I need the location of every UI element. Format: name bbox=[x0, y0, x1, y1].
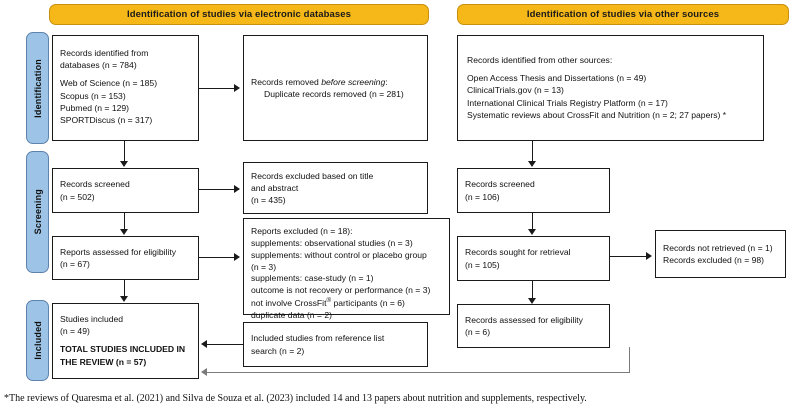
box-records-not-retrieved: Records not retrieved (n = 1) Records ex… bbox=[655, 230, 786, 278]
reports-excluded-line7b: participants (n = 6) bbox=[331, 298, 405, 309]
connector-reference-list-to-included bbox=[207, 344, 244, 346]
source-sportdiscus: SPORTDiscus (n = 317) bbox=[60, 115, 153, 126]
header-bar-electronic-databases: Identification of studies via electronic… bbox=[49, 4, 429, 25]
connector-screened-right-to-sought bbox=[532, 213, 534, 231]
records-identified-line2: databases (n = 784) bbox=[60, 60, 137, 71]
arrowhead-reference-list-to-included bbox=[201, 340, 207, 348]
records-assessed-right-line1: Records assessed for eligibility bbox=[465, 314, 583, 325]
box-records-identified-databases: Records identified from databases (n = 7… bbox=[52, 35, 199, 141]
box-records-assessed-eligibility-right: Records assessed for eligibility (n = 6) bbox=[457, 304, 610, 348]
connector-identified-to-screened bbox=[124, 141, 126, 163]
box-studies-included: Studies included (n = 49) TOTAL STUDIES … bbox=[52, 303, 199, 379]
box-records-excluded-title-abstract: Records excluded based on title and abst… bbox=[243, 162, 428, 214]
records-excluded-ta-line1: Records excluded based on title bbox=[251, 170, 374, 181]
stage-label-included: Included bbox=[26, 300, 49, 381]
footnote: *The reviews of Quaresma et al. (2021) a… bbox=[4, 393, 796, 405]
other-source-systematic-reviews: Systematic reviews about CrossFit and Nu… bbox=[467, 109, 723, 120]
box-reports-excluded: Reports excluded (n = 18): supplements: … bbox=[243, 218, 450, 320]
records-removed-colon: : bbox=[385, 76, 388, 87]
connector-sought-to-assessed-right bbox=[532, 281, 534, 300]
source-scopus: Scopus (n = 153) bbox=[60, 90, 126, 101]
connector-other-to-screened-right bbox=[532, 141, 534, 163]
registered-trademark-symbol: ® bbox=[326, 297, 332, 305]
records-excluded-ta-line2: and abstract bbox=[251, 182, 299, 193]
connector-other-sources-to-included bbox=[207, 372, 630, 374]
records-removed-label: Records removed bbox=[251, 76, 322, 87]
arrowhead-screened-to-reports bbox=[120, 229, 128, 235]
connector-reports-to-included bbox=[124, 280, 126, 298]
connector-screened-to-excluded bbox=[199, 189, 235, 191]
total-studies-line1: TOTAL STUDIES INCLUDED IN bbox=[60, 344, 186, 355]
arrowhead-sought-to-assessed-right bbox=[528, 298, 536, 304]
arrowhead-other-sources-to-included bbox=[201, 368, 207, 376]
header-label-left: Identification of studies via electronic… bbox=[126, 9, 352, 20]
arrowhead-reports-to-included bbox=[120, 296, 128, 302]
records-screened-right-line1: Records screened bbox=[465, 179, 535, 190]
reports-assessed-line2: (n = 67) bbox=[60, 259, 90, 269]
header-bar-other-sources: Identification of studies via other sour… bbox=[457, 4, 789, 25]
studies-included-line1: Studies included bbox=[60, 314, 124, 324]
arrowhead-screened-right-to-sought bbox=[528, 229, 536, 235]
footnote-asterisk: * bbox=[4, 393, 9, 404]
reference-list-line1: Included studies from reference list bbox=[251, 333, 385, 344]
records-not-retrieved-line1: Records not retrieved (n = 1) bbox=[663, 242, 773, 253]
box-records-identified-other-sources: Records identified from other sources: O… bbox=[457, 35, 764, 141]
reference-list-line2: search (n = 2) bbox=[251, 345, 305, 356]
records-assessed-right-line2: (n = 6) bbox=[465, 327, 491, 337]
records-sought-line1: Records sought for retrieval bbox=[465, 247, 571, 258]
reports-excluded-line1: Reports excluded (n = 18): bbox=[251, 226, 353, 236]
arrowhead-reports-to-excluded bbox=[234, 253, 240, 261]
records-removed-italic: before screening bbox=[321, 76, 386, 87]
connector-reports-to-excluded bbox=[199, 257, 235, 259]
reports-excluded-line8: duplicate data (n = 2) bbox=[251, 309, 332, 320]
reports-excluded-line3: supplements: without control or placebo … bbox=[251, 249, 427, 260]
records-screened-left-line2: (n = 502) bbox=[60, 191, 95, 202]
reports-assessed-line1: Reports assessed for eligibility bbox=[60, 246, 177, 257]
records-sought-line2: (n = 105) bbox=[465, 259, 500, 270]
arrowhead-sought-to-not-retrieved bbox=[646, 252, 652, 260]
other-source-ictrp: International Clinical Trials Registry P… bbox=[467, 97, 668, 108]
reports-excluded-line7a: not involve CrossFit bbox=[251, 298, 327, 309]
duplicate-records-removed: Duplicate records removed (n = 281) bbox=[264, 89, 404, 99]
arrowhead-screened-to-excluded bbox=[234, 185, 240, 193]
source-web-of-science: Web of Science (n = 185) bbox=[60, 78, 158, 89]
records-identified-line1: Records identified from bbox=[60, 48, 149, 58]
reports-excluded-line2: supplements: observational studies (n = … bbox=[251, 237, 413, 248]
arrowhead-other-to-screened-right bbox=[528, 161, 536, 167]
box-records-screened-left: Records screened (n = 502) bbox=[52, 168, 199, 213]
arrowhead-identified-to-removed bbox=[234, 84, 240, 92]
other-source-oatd: Open Access Thesis and Dissertations (n … bbox=[467, 73, 647, 84]
header-label-right: Identification of studies via other sour… bbox=[526, 9, 720, 20]
connector-screened-to-reports bbox=[124, 213, 126, 231]
connector-identified-to-removed bbox=[199, 88, 235, 90]
reports-excluded-line6: outcome is not recovery or performance (… bbox=[251, 285, 431, 296]
records-screened-left-line1: Records screened bbox=[60, 179, 130, 190]
stage-label-identification: Identification bbox=[26, 32, 49, 144]
other-source-clinicaltrials: ClinicalTrials.gov (n = 13) bbox=[467, 85, 564, 96]
footnote-marker-asterisk: * bbox=[722, 109, 727, 120]
connector-sought-to-not-retrieved bbox=[610, 256, 647, 258]
box-records-sought-retrieval: Records sought for retrieval (n = 105) bbox=[457, 236, 610, 281]
connector-other-sources-vertical bbox=[629, 347, 631, 373]
source-pubmed: Pubmed (n = 129) bbox=[60, 102, 130, 113]
records-excluded-ta-line3: (n = 435) bbox=[251, 195, 286, 206]
stage-label-screening: Screening bbox=[26, 151, 49, 273]
arrowhead-identified-to-screened bbox=[120, 161, 128, 167]
box-records-removed-before-screening: Records removed before screening: Duplic… bbox=[243, 35, 428, 141]
records-screened-right-line2: (n = 106) bbox=[465, 191, 500, 202]
footnote-text: The reviews of Quaresma et al. (2021) an… bbox=[9, 393, 587, 404]
studies-included-line2: (n = 49) bbox=[60, 326, 90, 337]
reports-excluded-line5: supplements: case-study (n = 1) bbox=[251, 273, 374, 284]
box-records-screened-right: Records screened (n = 106) bbox=[457, 168, 610, 213]
other-sources-line1: Records identified from other sources: bbox=[467, 55, 613, 65]
records-not-retrieved-line2: Records excluded (n = 98) bbox=[663, 255, 765, 265]
reports-excluded-line4: (n = 3) bbox=[251, 261, 277, 272]
box-included-from-reference-list: Included studies from reference list sea… bbox=[243, 322, 428, 367]
box-reports-assessed-eligibility: Reports assessed for eligibility (n = 67… bbox=[52, 236, 199, 280]
total-studies-line2: THE REVIEW (n = 57) bbox=[60, 356, 147, 367]
